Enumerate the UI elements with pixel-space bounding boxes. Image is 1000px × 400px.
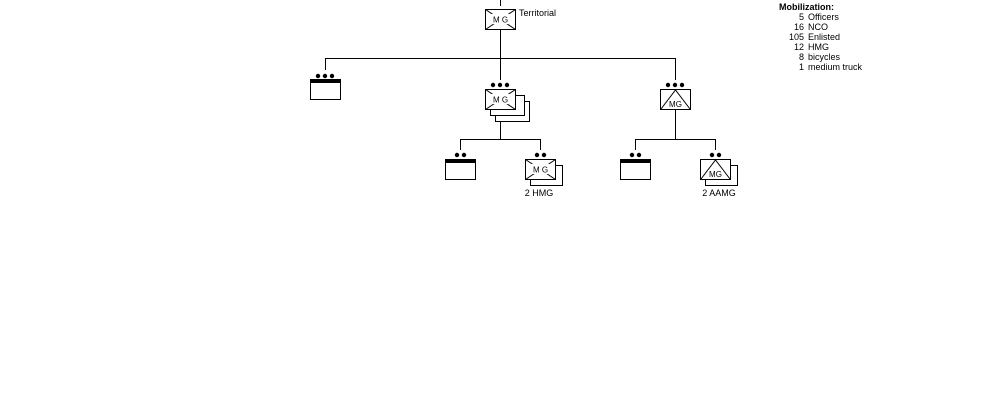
mg-company-symbol-bg (491, 94, 510, 104)
mobilization-item: HMG (808, 42, 829, 52)
mobilization-item: NCO (808, 22, 828, 32)
hq-bar (445, 159, 476, 163)
hmg-section-symbol: M G (533, 166, 548, 175)
hq-unit: M G Territorial (485, 8, 556, 30)
echelon-dot (534, 152, 540, 158)
aamg-company-symbol: MG (669, 100, 682, 109)
mobilization-row: 5 Officers (799, 12, 839, 22)
hq-platoon (310, 73, 341, 100)
mobilization-row: 8 bicycles (799, 52, 841, 62)
echelon-dot (672, 82, 678, 88)
echelon-dot (665, 82, 671, 88)
echelon-dot (329, 73, 335, 79)
hmg-symbol-bg (531, 164, 550, 174)
mobilization-count: 12 (794, 42, 804, 52)
mobilization-count: 5 (799, 12, 804, 22)
aamg-company-symbol-bg (668, 100, 683, 108)
aamg-section-symbol-bg (708, 170, 723, 178)
mobilization-item: medium truck (808, 62, 863, 72)
echelon-dot (497, 82, 503, 88)
echelon-dot (454, 152, 460, 158)
echelon-dot (461, 152, 467, 158)
aamg-section-label: 2 AAMG (702, 188, 736, 198)
mobilization-count: 16 (794, 22, 804, 32)
echelon-dot (716, 152, 722, 158)
aamg-company-hq-section (620, 152, 651, 180)
mg-company-hq-section (445, 152, 476, 180)
echelon-dot (490, 82, 496, 88)
echelon-dot (322, 73, 328, 79)
connector-lines (325, 0, 716, 150)
mobilization-count: 1 (799, 62, 804, 72)
mobilization-row: 105 Enlisted (789, 32, 840, 42)
hq-label: Territorial (519, 8, 556, 18)
echelon-dot (315, 73, 321, 79)
mg-company-symbol: M G (493, 96, 508, 105)
echelon-dot (541, 152, 547, 158)
mobilization-row: 12 HMG (794, 42, 829, 52)
mobilization-count: 105 (789, 32, 804, 42)
hq-bar (620, 159, 651, 163)
mobilization-item: bicycles (808, 52, 841, 62)
mg-company: M G (485, 82, 530, 122)
hmg-section: M G 2 HMG (525, 152, 563, 198)
aamg-company: MG (660, 82, 691, 110)
mobilization-row: 16 NCO (794, 22, 828, 32)
mobilization-item: Enlisted (808, 32, 840, 42)
echelon-dot (636, 152, 642, 158)
mobilization-count: 8 (799, 52, 804, 62)
echelon-dot (629, 152, 635, 158)
mobilization-item: Officers (808, 12, 839, 22)
aamg-section: MG 2 AAMG (700, 152, 738, 198)
hq-bar (310, 79, 341, 83)
echelon-dot (504, 82, 510, 88)
aamg-section-symbol: MG (709, 170, 722, 179)
hq-symbol-bg (491, 14, 510, 24)
mobilization-table: Mobilization: 5 Officers 16 NCO 105 Enli… (779, 2, 863, 72)
echelon-dot (679, 82, 685, 88)
mobilization-row: 1 medium truck (799, 62, 863, 72)
hq-symbol: M G (493, 16, 508, 25)
anti-aircraft-icon (700, 159, 731, 180)
anti-aircraft-icon (660, 89, 691, 110)
mobilization-title: Mobilization: (779, 2, 834, 12)
hmg-section-label: 2 HMG (525, 188, 554, 198)
echelon-dot (709, 152, 715, 158)
